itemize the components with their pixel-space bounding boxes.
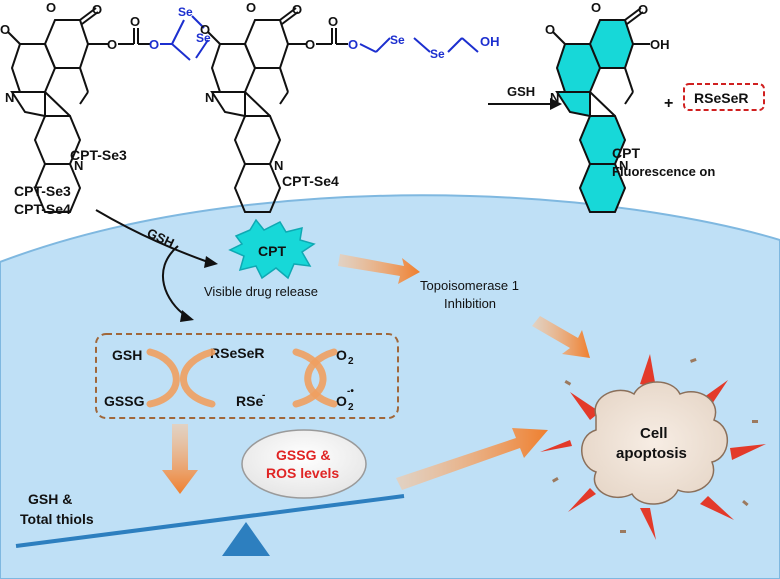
plus-sign: + (664, 95, 673, 112)
cpt-se3-label: CPT-Se3 (70, 147, 127, 163)
cpt-se3-ring-n-label: N (5, 90, 14, 105)
balance-left-line2: Total thiols (20, 511, 94, 527)
cpt-se3-diselenide (160, 15, 209, 61)
apoptosis-label-line2: apoptosis (616, 445, 687, 462)
redox-cycle-box (95, 333, 399, 419)
cycle-superoxide-sub: 2 (348, 402, 354, 413)
cpt-se4-carbonate-o2-label: O (348, 37, 358, 52)
cpt-product-label: CPT (612, 145, 640, 161)
cpt-se4-quinoline-n-label: N (274, 158, 283, 173)
cpt-se3-carbonate-o2-label: O (149, 37, 159, 52)
cycle-rseser: RSeSeR (210, 345, 264, 361)
cycle-arrow-right-2 (304, 348, 338, 408)
cpt-burst-shape (228, 218, 316, 280)
arrow-to-topo (338, 254, 420, 284)
entry-label-se3: CPT-Se3 (14, 183, 71, 199)
apoptosis-label-line1: Cell (640, 425, 668, 442)
entry-arrow (95, 209, 209, 263)
cpt-se3-carbonate-o-label: O (130, 14, 140, 29)
cpt-se4-oh-label: OH (480, 34, 500, 49)
cpt-se4-se1-label: Se (390, 33, 405, 47)
rseser-dashed-box (683, 83, 765, 111)
reaction-arrow-label: GSH (507, 84, 535, 99)
cycle-superoxide: O (336, 393, 347, 409)
cpt-product-quinoline-n-label: N (619, 158, 628, 173)
balance-right-line1: GSSG & (276, 447, 330, 463)
cpt-se4-ring-o-label: O (246, 0, 256, 15)
rseser-byproduct-label: RSeSeR (694, 90, 748, 106)
cpt-se4-ketone-o-label: O (200, 22, 210, 37)
cpt-product-structure (552, 7, 650, 213)
cpt-se4-ring-n-label: N (205, 90, 214, 105)
cpt-se3-ring-o-label: O (46, 0, 56, 15)
cpt-product-ketone-o-label: O (545, 22, 555, 37)
cycle-arrow-right (292, 348, 327, 408)
cpt-se3-ketone-o-label: O (0, 22, 10, 37)
cpt-se3-ester-o-label: O (107, 37, 117, 52)
entry-branch-arrow (161, 245, 187, 317)
cycle-o2-sub: 2 (348, 356, 354, 367)
entry-arrowhead (204, 256, 218, 268)
cpt-burst-label: CPT (258, 243, 286, 259)
cycle-rse: RSe (236, 393, 263, 409)
cpt-se4-structure (207, 7, 348, 213)
cpt-se3-se2-label: Se (196, 31, 211, 45)
cpt-se4-diselenide-chain (359, 37, 479, 53)
cpt-se4-carbonate-o-label: O (328, 14, 338, 29)
arrow-down-to-balance (162, 424, 198, 494)
cycle-superoxide-charge: -• (347, 386, 354, 397)
seesaw-fulcrum (222, 522, 270, 556)
gssg-ros-ellipse (241, 429, 367, 499)
cpt-product-oh-label: OH (650, 37, 670, 52)
arrow-to-apoptosis-bottom (396, 428, 548, 490)
entry-label-se4: CPT-Se4 (14, 201, 71, 217)
cycle-gsh: GSH (112, 347, 142, 363)
topo-label-line2: Inhibition (444, 296, 496, 311)
cell-body (0, 194, 780, 579)
cpt-se4-se2-label: Se (430, 47, 445, 61)
cpt-product-sublabel: Fluorescence on (612, 164, 715, 179)
reaction-arrowhead (550, 98, 562, 110)
cycle-o2: O (336, 347, 347, 363)
cpt-se3-carbonyl-o-label: O (92, 2, 102, 17)
balance-left-line1: GSH & (28, 491, 72, 507)
cpt-se3-structure (7, 7, 150, 213)
arrow-to-apoptosis-top (532, 316, 590, 358)
entry-branch-arrowhead (180, 310, 194, 322)
cpt-se4-ester-o-label: O (305, 37, 315, 52)
cpt-product-ring-o-label: O (591, 0, 601, 15)
cpt-se3-quinoline-n-label: N (74, 158, 83, 173)
cycle-rse-charge: - (262, 390, 265, 401)
cycle-gssg: GSSG (104, 393, 145, 409)
cpt-product-carbonyl-o-label: O (638, 2, 648, 17)
cycle-arrow-left (146, 348, 180, 408)
apoptosis-cloud (581, 381, 729, 505)
topo-label-line1: Topoisomerase 1 (420, 278, 519, 293)
cpt-se4-label: CPT-Se4 (282, 173, 339, 189)
balance-right-line2: ROS levels (266, 465, 339, 481)
apoptosis-debris (552, 357, 758, 533)
seesaw-beam (15, 494, 405, 548)
visible-release-label: Visible drug release (204, 284, 318, 299)
cpt-product-ring-n-label: N (550, 90, 559, 105)
cpt-se3-se1-label: Se (178, 5, 193, 19)
cycle-arrow-left-2 (180, 348, 216, 408)
cpt-se4-carbonyl-o-label: O (292, 2, 302, 17)
